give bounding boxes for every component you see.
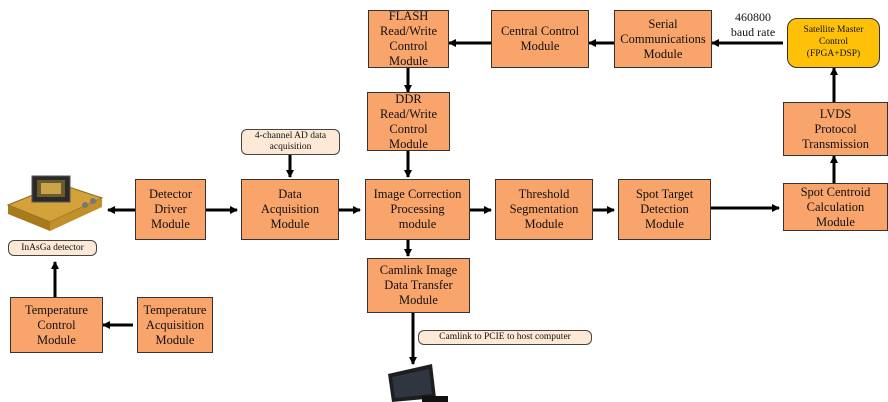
detector-label: InAsGa detector <box>8 240 97 256</box>
central-control-module: Central Control Module <box>491 10 589 68</box>
ad-acquisition-note: 4-channel AD data acquisition <box>241 129 340 155</box>
data-acquisition-module: Data Acquisition Module <box>241 179 339 240</box>
threshold-segmentation-module: Threshold Segmentation Module <box>495 179 593 240</box>
temperature-acquisition-module: Temperature Acquisition Module <box>137 297 213 353</box>
baud-rate-label: 460800 baud rate <box>730 10 776 39</box>
camlink-pcie-note: Camlink to PCIE to host computer <box>418 330 592 345</box>
spot-centroid-module: Spot Centroid Calculation Module <box>783 183 888 231</box>
spot-target-detection-module: Spot Target Detection Module <box>618 179 711 240</box>
satellite-master-control: Satellite Master Control (FPGA+DSP) <box>787 18 880 68</box>
serial-communications-module: Serial Communications Module <box>614 10 712 68</box>
flash-module: FLASH Read/Write Control Module <box>368 9 449 68</box>
ddr-module: DDR Read/Write Control Module <box>367 92 450 151</box>
detector-driver-module: Detector Driver Module <box>135 179 206 240</box>
temperature-control-module: Temperature Control Module <box>10 297 103 353</box>
lvds-module: LVDS Protocol Transmission <box>783 102 888 156</box>
detector-photo-icon <box>6 175 104 231</box>
image-correction-module: Image Correction Processing module <box>365 179 470 240</box>
camlink-module: Camlink Image Data Transfer Module <box>367 258 470 313</box>
computer-monitor-icon <box>388 364 448 402</box>
